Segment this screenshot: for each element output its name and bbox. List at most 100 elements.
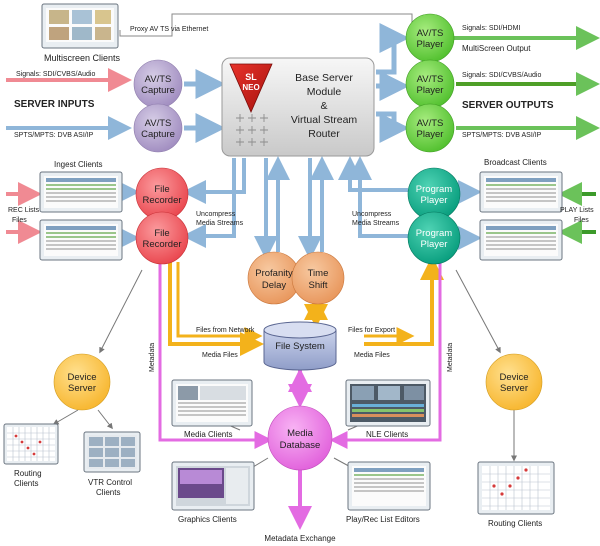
server-to-recorder1-arrow (182, 158, 246, 204)
player-node-2: AV/TS Player (405, 59, 455, 109)
routing-clients-right-label: Routing Clients (488, 519, 542, 528)
network-to-filesystem-arrow (176, 262, 263, 345)
player2-line2: Player (417, 85, 444, 96)
player3-line2: Player (417, 129, 444, 140)
program2-to-server-arrow (348, 156, 408, 238)
player-node-3: AV/TS Player (405, 103, 455, 153)
timeshift-line2: Shift (308, 280, 327, 291)
server-inputs-label: SERVER INPUTS (14, 99, 95, 110)
metadata-left-label: Metadata (149, 343, 156, 372)
graphics-clients-screen (171, 461, 255, 511)
recorder1-line1: File (154, 184, 169, 195)
media-files-left-label: Media Files (202, 352, 238, 359)
routing-clients-left-screen (3, 423, 59, 465)
capture2-line1: AV/TS (145, 118, 172, 129)
profanity-line2: Delay (262, 280, 287, 291)
play-lists-label-2: Files (574, 217, 589, 224)
routing-clients-left-1: Routing (14, 469, 42, 478)
logo-text-line1: SL (245, 72, 257, 82)
nle-clients-label: NLE Clients (366, 430, 408, 439)
capture-node-2: AV/TS Capture (133, 103, 183, 153)
recorder1-line2: Recorder (142, 195, 181, 206)
logo-text-line2: NEO (242, 83, 259, 92)
routing-clients-right-screen (477, 461, 555, 515)
program2-line1: Program (416, 228, 453, 239)
broadcast-clients-label: Broadcast Clients (484, 158, 547, 167)
metadata-exchange-label: Metadata Exchange (264, 534, 336, 543)
time-shift-node: Time Shift (291, 251, 345, 305)
device-server-right-node: Device Server (485, 353, 543, 411)
server-outputs-label: SERVER OUTPUTS (462, 100, 554, 111)
signals-in-label: Signals: SDI/CVBS/Audio (16, 71, 95, 78)
metadata-right-arrow (329, 262, 442, 449)
signals-out-label: Signals: SDI/CVBS/Audio (462, 72, 541, 79)
server-title-line3: & (320, 100, 327, 112)
program-player-node-2: Program Player (407, 211, 461, 265)
metadata-right-label: Metadata (447, 343, 454, 372)
broadcast-client-screen-1 (479, 171, 563, 213)
recorder-device-connector (99, 269, 143, 354)
slneo-logo (229, 63, 273, 113)
vtr-control-label-1: VTR Control (88, 478, 132, 487)
device-right-line1: Device (499, 372, 528, 383)
player3-line1: AV/TS (417, 118, 444, 129)
device-left-line1: Device (67, 372, 96, 383)
capture1-line1: AV/TS (145, 74, 172, 85)
player2-line1: AV/TS (417, 74, 444, 85)
profanity-delay-node: Profanity Delay (247, 251, 301, 305)
graphics-clients-label: Graphics Clients (178, 515, 237, 524)
server-to-player3-arrow (376, 111, 410, 143)
capture1-line2: Capture (141, 85, 175, 96)
device-right-line2: Server (500, 383, 528, 394)
program2-line2: Player (421, 239, 448, 250)
nle-clients-screen (345, 379, 431, 427)
device-server-left-node: Device Server (53, 353, 111, 411)
base-server-module: SL NEO Base Server Module & Virtual Stre… (221, 57, 375, 157)
database-line1: Media (287, 428, 314, 439)
media-files-right-label: Media Files (354, 352, 390, 359)
database-line2: Database (280, 440, 321, 451)
connectors (6, 13, 600, 530)
file-recorder-node-2: File Recorder (135, 211, 189, 265)
vtr-control-label-2: Clients (96, 488, 120, 497)
server-title-line2: Module (307, 86, 342, 98)
player1-line2: Player (417, 39, 444, 50)
router-grid-icon (236, 114, 268, 146)
program1-line2: Player (421, 195, 448, 206)
uncompress-left-2: Media Streams (196, 220, 244, 227)
playrec-editors-screen (347, 461, 431, 511)
player1-line1: AV/TS (417, 28, 444, 39)
timeshift-line1: Time (308, 268, 329, 279)
player-node-1: AV/TS Player (405, 13, 455, 63)
broadcast-client-screen-2 (479, 219, 563, 261)
recorder2-line2: Recorder (142, 239, 181, 250)
program-device-connector (455, 269, 501, 354)
proxy-label: Proxy AV TS via Ethernet (130, 26, 208, 33)
filesystem-to-program-arrow (364, 256, 444, 346)
media-clients-screen (171, 379, 253, 427)
metadata-left-arrow (158, 262, 273, 449)
device-left-line2: Server (68, 383, 96, 394)
play-lists-label-1: PLAY Lists (560, 207, 594, 214)
media-database-node: Media Database (267, 405, 333, 471)
file-system-node: File System (263, 321, 337, 371)
capture-node-1: AV/TS Capture (133, 59, 183, 109)
recorder-to-filesystem-arrow (168, 262, 264, 356)
spts-in-label: SPTS/MPTS: DVB ASI/IP (14, 132, 94, 139)
file-system-label: File System (275, 341, 325, 352)
ingest-client-screen-2 (39, 219, 123, 261)
playrec-editors-label: Play/Rec List Editors (346, 515, 420, 524)
ingest-client-screen-1 (39, 171, 123, 213)
recorder2-line1: File (154, 228, 169, 239)
profanity-line1: Profanity (255, 268, 293, 279)
uncompress-left-1: Uncompress (196, 211, 236, 218)
diagram-labels: Multiscreen Clients Proxy AV TS via Ethe… (8, 25, 594, 543)
server-title-line1: Base Server (295, 72, 353, 84)
files-from-network-label: Files from Network (196, 327, 255, 334)
rec-lists-label-2: Files (12, 217, 27, 224)
rec-lists-label-1: REC Lists (8, 207, 40, 214)
server-to-player1-arrow (376, 23, 410, 75)
program1-line1: Program (416, 184, 453, 195)
